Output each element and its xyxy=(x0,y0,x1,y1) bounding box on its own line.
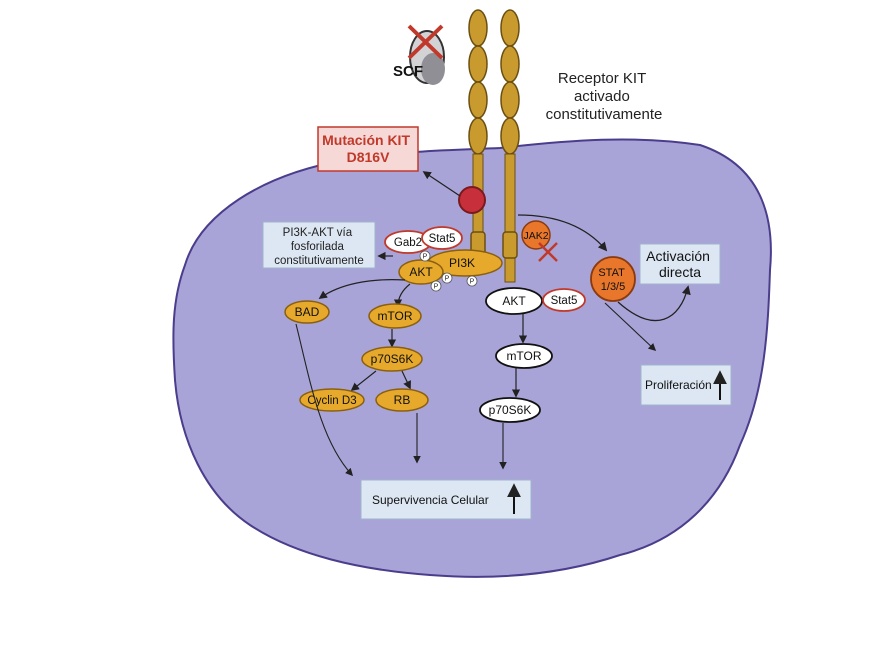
svg-text:Cyclin D3: Cyclin D3 xyxy=(307,395,356,407)
signaling-complex: Gab2 Stat5 PI3K AKT P P P P xyxy=(384,226,503,292)
akt-node-complex xyxy=(398,259,444,285)
mutation-site xyxy=(458,186,486,214)
arrow-bad-to-survival xyxy=(295,323,354,477)
svg-text:P: P xyxy=(434,284,439,291)
svg-text:mTOR: mTOR xyxy=(377,309,412,323)
pi3k-box-line2: fosforilada xyxy=(291,241,345,253)
proliferation-box: Proliferación xyxy=(640,364,732,406)
p70s6k-node-left: p70S6K xyxy=(361,346,423,372)
arrow-to-rb xyxy=(401,370,411,390)
receptor-chain-right xyxy=(500,9,520,283)
p70s6k-node-center: p70S6K xyxy=(479,397,541,423)
svg-text:P: P xyxy=(470,279,475,286)
svg-text:P: P xyxy=(445,276,450,283)
bad-node: BAD xyxy=(284,300,330,324)
akt-node-center: AKT xyxy=(485,287,543,315)
svg-text:PI3K: PI3K xyxy=(449,256,475,270)
receptor-chain-left xyxy=(468,9,488,275)
activation-label-1: Activación xyxy=(646,248,710,264)
svg-text:STAT 1/3/5: STAT 1/3/5 xyxy=(598,267,627,293)
scf-ligand: SCF xyxy=(393,24,445,85)
mtor-node-center: mTOR xyxy=(495,343,553,369)
arrow-stat-to-proliferation xyxy=(604,302,657,352)
mtor-node-left: mTOR xyxy=(368,303,422,329)
arrow-to-bad xyxy=(318,279,406,299)
pi3k-akt-box: PI3K-AKT vía fosforilada constitutivamen… xyxy=(262,221,376,269)
arrow-mutation xyxy=(422,171,461,197)
mutation-box: Mutación KIT D816V xyxy=(317,126,419,172)
cyclin-node: Cyclin D3 xyxy=(299,388,365,412)
phospho-groups: P P P P xyxy=(419,250,478,292)
svg-text:P: P xyxy=(423,254,428,261)
survival-box: Supervivencia Celular xyxy=(360,479,532,520)
svg-text:Stat5: Stat5 xyxy=(551,295,578,307)
svg-text:p70S6K: p70S6K xyxy=(371,352,414,366)
jak2-node: JAK2 xyxy=(521,220,558,262)
activation-label-2: directa xyxy=(659,264,701,280)
svg-text:AKT: AKT xyxy=(409,265,433,279)
receptor-label: Receptor KIT activado constitutivamente xyxy=(546,70,663,123)
svg-text:Gab2: Gab2 xyxy=(394,237,422,249)
scf-label: SCF xyxy=(393,63,423,80)
svg-text:BAD: BAD xyxy=(295,305,320,319)
svg-text:Activación directa: Activación directa xyxy=(646,248,714,280)
survival-label: Supervivencia Celular xyxy=(372,493,489,507)
svg-text:mTOR: mTOR xyxy=(506,349,541,363)
stat5-node-complex xyxy=(421,226,463,250)
svg-text:RB: RB xyxy=(394,393,411,407)
proliferation-label: Proliferación xyxy=(645,378,712,392)
stat-node: STAT 1/3/5 xyxy=(590,256,636,302)
pi3k-box-line1: PI3K-AKT vía xyxy=(283,227,353,239)
activation-box: Activación directa xyxy=(639,243,721,285)
arrow-receptor-to-stat xyxy=(517,214,608,252)
svg-text:AKT: AKT xyxy=(502,294,526,308)
svg-text:Stat5: Stat5 xyxy=(429,233,456,245)
svg-text:Mutación KIT D816V: Mutación KIT D816V xyxy=(322,132,414,165)
arrow-to-cyclin xyxy=(350,370,377,392)
rb-node: RB xyxy=(375,388,429,412)
pi3k-box-line3: constitutivamente xyxy=(274,255,364,267)
arrow-stat-to-activation xyxy=(617,285,691,322)
svg-text:p70S6K: p70S6K xyxy=(489,403,532,417)
mutation-variant: D816V xyxy=(347,149,390,165)
stat5-node-center: Stat5 xyxy=(542,288,586,312)
svg-text:PI3K-AKT vía fosforilada: PI3K-AKT vía fosforilada constitutivamen… xyxy=(274,227,364,267)
svg-text:JAK2: JAK2 xyxy=(523,230,548,242)
mutation-label: Mutación KIT xyxy=(322,132,410,148)
